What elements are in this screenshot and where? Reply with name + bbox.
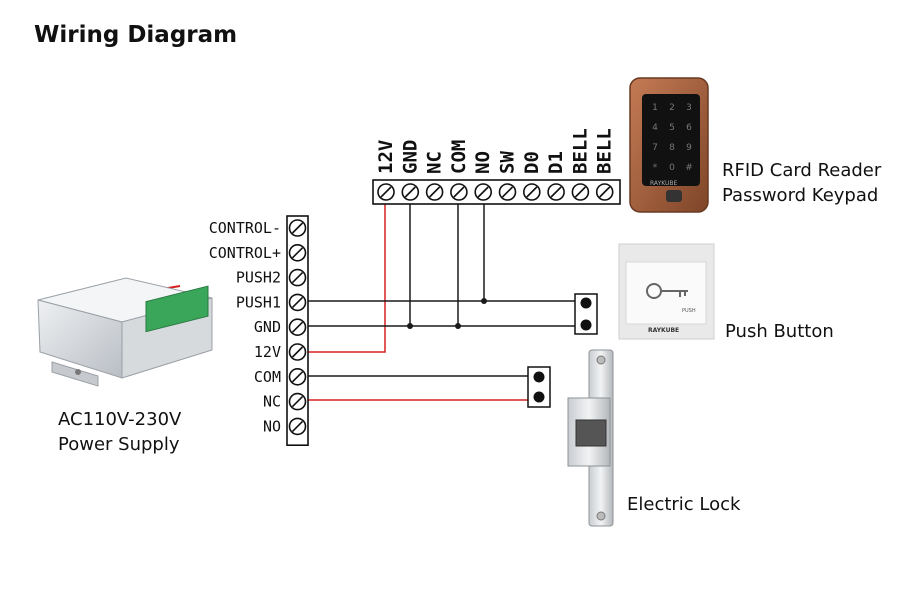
- psu-terminal-label: NO: [263, 417, 281, 435]
- psu-terminal-screw: [288, 417, 307, 436]
- psu-terminal-screw: [288, 293, 307, 312]
- psu-terminal-screw: [288, 219, 307, 237]
- keypad-reader-illustration: RAYKUBE 1 2 3 4 5 6 7 8 9 * 0 #: [629, 77, 709, 213]
- keypad-key: 6: [686, 123, 692, 133]
- psu-terminal-screw: [288, 244, 307, 262]
- psu-terminal-screw: [288, 268, 307, 287]
- reader-label-line1: RFID Card Reader: [722, 160, 882, 181]
- keypad-key: 1: [652, 103, 658, 113]
- push-button-illustration: PUSH RAYKUBE: [618, 243, 715, 340]
- psu-terminal-screw: [288, 367, 307, 386]
- psu-terminal-label: COM: [254, 368, 281, 386]
- reader-terminal-screw: [401, 183, 420, 201]
- reader-terminal-screw: [450, 183, 468, 201]
- psu-terminal-screw: [288, 318, 307, 337]
- power-supply-label-line1: AC110V-230V: [58, 409, 182, 430]
- reader-terminal-screw: [474, 183, 493, 201]
- reader-terminal-label: GND: [399, 140, 421, 174]
- push-button-connector: [574, 293, 598, 335]
- psu-terminal-label: PUSH2: [236, 269, 281, 287]
- reader-terminal-label: 12V: [375, 140, 397, 174]
- electric-lock-label: Electric Lock: [627, 494, 741, 515]
- psu-terminal-label: NC: [263, 393, 281, 411]
- reader-terminal-label: BELL: [594, 128, 616, 174]
- electric-lock-illustration: [567, 349, 614, 527]
- reader-brand: RAYKUBE: [650, 180, 678, 187]
- reader-terminal-label: COM: [448, 140, 470, 174]
- keypad-key: 9: [686, 143, 692, 153]
- reader-terminal-screw: [522, 183, 541, 201]
- reader-label-line2: Password Keypad: [722, 185, 879, 206]
- psu-terminal-label: CONTROL+: [209, 244, 281, 262]
- reader-terminal-label: D1: [545, 151, 567, 174]
- keypad-key: 0: [669, 163, 675, 173]
- reader-terminal-label: NO: [472, 151, 494, 174]
- keypad-key: #: [685, 163, 693, 173]
- reader-terminal-label: NC: [424, 151, 446, 174]
- psu-terminal-label: 12V: [254, 343, 281, 361]
- lock-connector: [527, 366, 551, 408]
- diagram-title: Wiring Diagram: [34, 22, 238, 48]
- power-supply-illustration: [37, 277, 213, 387]
- keypad-key: 4: [652, 123, 658, 133]
- push-button-small-text: PUSH: [682, 308, 696, 314]
- psu-terminal-screw: [288, 392, 307, 411]
- reader-terminal-screw: [377, 183, 395, 201]
- keypad-key: 2: [669, 103, 675, 113]
- reader-terminal-screw: [498, 183, 517, 201]
- reader-terminal-screw: [571, 183, 590, 201]
- reader-terminal-label: D0: [521, 151, 543, 174]
- power-supply-label-line2: Power Supply: [58, 434, 180, 455]
- psu-terminal-label: CONTROL-: [209, 219, 281, 237]
- wires: [308, 203, 578, 401]
- reader-terminal-label: BELL: [569, 128, 591, 174]
- wire-12v: [308, 203, 386, 353]
- reader-terminal-screw: [547, 183, 565, 201]
- push-button-label: Push Button: [725, 321, 834, 342]
- reader-terminal-screw: [595, 183, 614, 201]
- reader-terminal-screw: [425, 183, 444, 201]
- push-button-brand: RAYKUBE: [648, 327, 679, 334]
- keypad-key: 8: [669, 143, 675, 153]
- keypad-key: 7: [652, 143, 658, 153]
- keypad-key: *: [653, 163, 658, 173]
- psu-terminal-label: GND: [254, 318, 281, 336]
- psu-terminal-screw: [288, 343, 307, 361]
- keypad-key: 5: [669, 123, 675, 133]
- psu-terminal-label: PUSH1: [236, 293, 281, 311]
- reader-terminal-label: SW: [497, 151, 519, 174]
- keypad-key: 3: [686, 103, 692, 113]
